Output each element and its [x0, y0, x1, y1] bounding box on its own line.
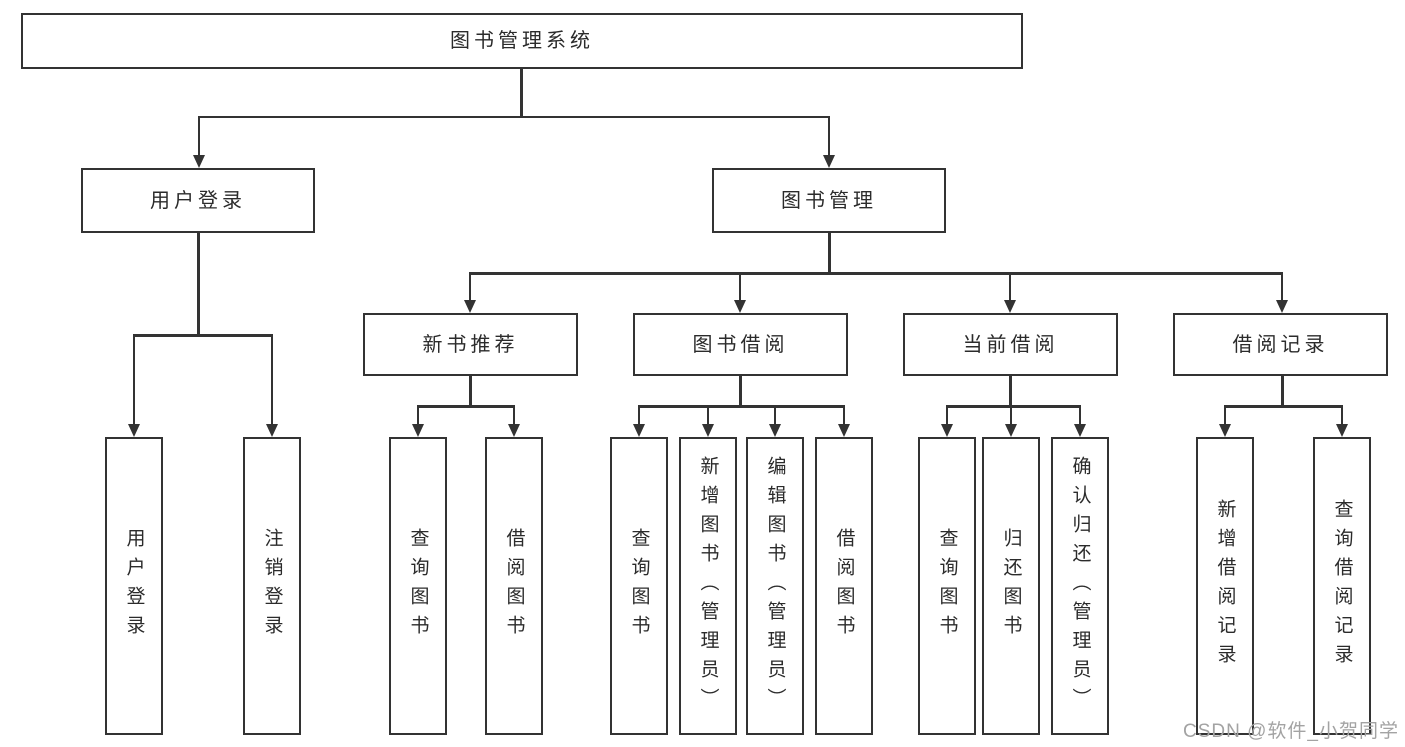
leaf-query-borrow-record: 查询借阅记录 [1313, 437, 1371, 735]
leaf-add-borrow-record: 新增借阅记录 [1196, 437, 1254, 735]
connector-hline-user-login [133, 334, 273, 337]
connector-vline-user-login [197, 233, 200, 335]
node-library-system-root: 图书管理系统 [21, 13, 1023, 69]
connector-vline-root [520, 69, 523, 117]
node-book-borrowing: 图书借阅 [633, 313, 848, 376]
leaf-query-books-current: 查询图书 [918, 437, 976, 735]
node-borrowing-records: 借阅记录 [1173, 313, 1388, 376]
connector-vline-borrowing [739, 376, 742, 407]
leaf-user-login: 用户登录 [105, 437, 163, 735]
connector-vline-recommend [469, 376, 472, 407]
connector-hline-current [946, 405, 1081, 408]
leaf-return-books: 归还图书 [982, 437, 1040, 735]
connector-vline-book-mgmt [828, 233, 831, 274]
node-new-book-recommend: 新书推荐 [363, 313, 578, 376]
connector-hline-level3 [469, 272, 1283, 275]
connector-hline-records [1224, 405, 1343, 408]
leaf-borrow-books-borrowing: 借阅图书 [815, 437, 873, 735]
connector-hline-recommend [417, 405, 515, 408]
leaf-query-books-borrowing: 查询图书 [610, 437, 668, 735]
node-current-borrowing: 当前借阅 [903, 313, 1118, 376]
csdn-watermark: CSDN @软件_小贺同学 [1183, 721, 1399, 742]
connector-vline-records [1281, 376, 1284, 407]
leaf-add-books-admin: 新增图书（管理员） [679, 437, 737, 735]
leaf-borrow-books-recommend: 借阅图书 [485, 437, 543, 735]
node-book-management: 图书管理 [712, 168, 946, 233]
leaf-query-books-recommend: 查询图书 [389, 437, 447, 735]
connector-hline-level2 [198, 115, 830, 118]
connector-hline-borrowing [638, 405, 845, 408]
connector-vline-current [1009, 376, 1012, 407]
leaf-confirm-return-admin: 确认归还（管理员） [1051, 437, 1109, 735]
leaf-edit-books-admin: 编辑图书（管理员） [746, 437, 804, 735]
leaf-logout: 注销登录 [243, 437, 301, 735]
node-user-login: 用户登录 [81, 168, 315, 233]
